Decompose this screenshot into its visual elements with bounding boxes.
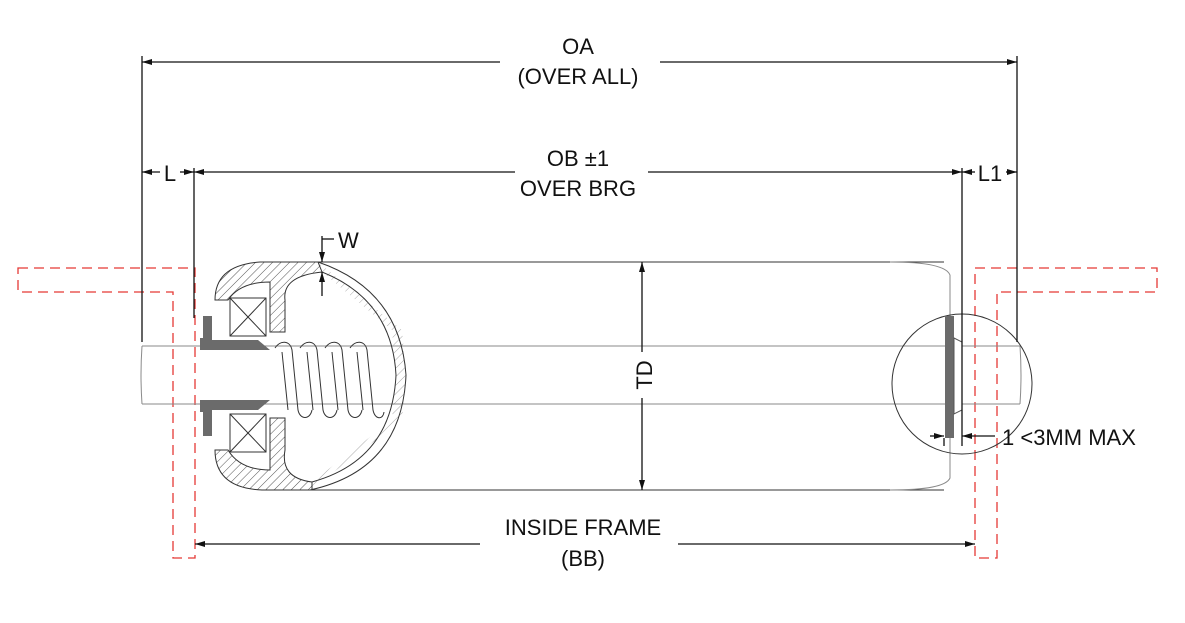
- label-ob: OB ±1: [547, 146, 609, 171]
- shaft: [140, 345, 1022, 405]
- roller-tube: [266, 261, 951, 491]
- seal-bottom: [200, 400, 270, 436]
- frame-right-outline: [974, 267, 1158, 559]
- dim-oa: [141, 56, 1018, 342]
- label-l: L: [164, 161, 176, 186]
- spring: [274, 341, 385, 419]
- dim-ob: [193, 168, 963, 318]
- label-oa: OA: [562, 34, 594, 59]
- frame-left-outline: [17, 267, 196, 559]
- label-inside-frame-sub: (BB): [561, 546, 605, 571]
- frame-right: [974, 267, 1158, 559]
- dim-w: [319, 236, 334, 296]
- label-inside-frame: INSIDE FRAME: [505, 515, 661, 540]
- label-ob-sub: OVER BRG: [520, 176, 636, 201]
- label-gap: 1 <3MM MAX: [1002, 425, 1136, 450]
- frame-left: [17, 267, 196, 559]
- seal-top: [200, 316, 270, 350]
- label-w: W: [338, 228, 359, 253]
- label-oa-sub: (OVER ALL): [517, 64, 638, 89]
- label-td: TD: [632, 360, 657, 389]
- end-plate: [945, 316, 954, 438]
- detail-circle: [891, 313, 1033, 455]
- label-l1: L1: [978, 161, 1002, 186]
- end-cap-section: [200, 261, 385, 491]
